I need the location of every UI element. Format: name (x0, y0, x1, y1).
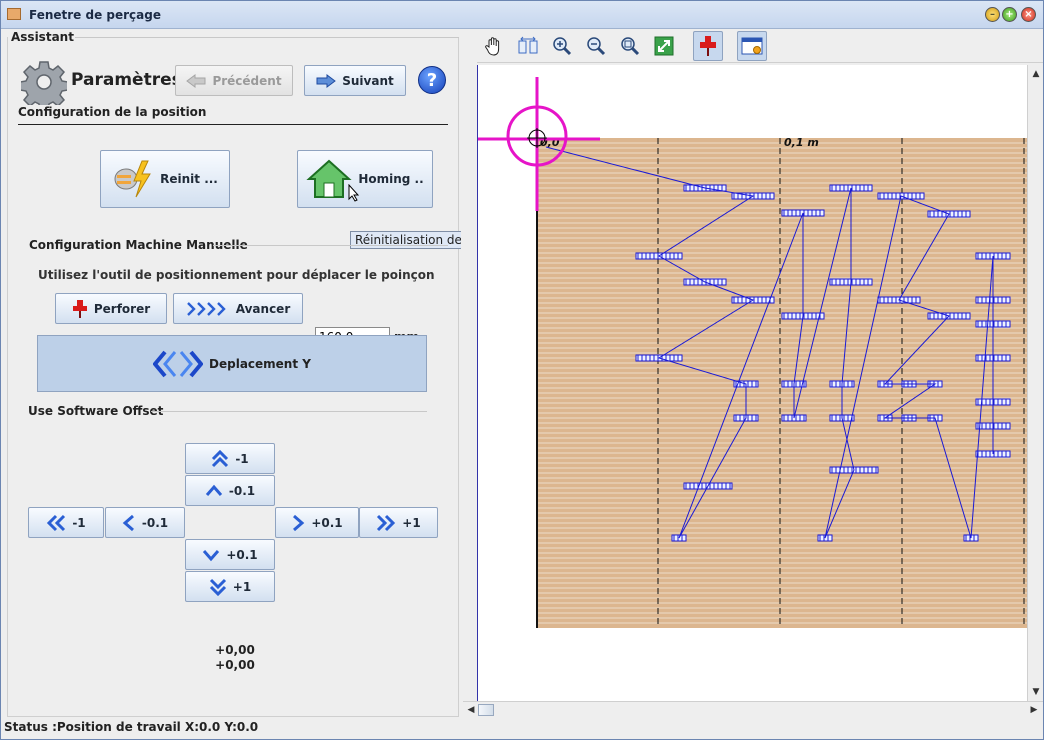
assistant-divider (75, 37, 459, 38)
chevron-down-icon (203, 549, 220, 561)
punch-layout: 0,0 0,1 m (478, 77, 1027, 628)
offset-left-1-label: -1 (72, 515, 86, 530)
offset-right-1-button[interactable]: +1 (359, 507, 438, 538)
scroll-up-icon[interactable]: ▲ (1032, 69, 1040, 79)
offset-right-1-label: +1 (402, 515, 421, 530)
vertical-scrollbar[interactable]: ▲ ▼ (1027, 65, 1043, 701)
previous-label: Précédent (212, 73, 282, 88)
reinit-label: Reinit ... (160, 172, 218, 186)
offset-up-1-label: -1 (235, 451, 249, 466)
double-chevron-right-icon (377, 514, 396, 531)
panel-settings-icon[interactable] (737, 31, 767, 61)
minimize-icon[interactable]: – (985, 7, 1000, 22)
scale-label: 0,1 m (784, 136, 819, 149)
scroll-thumb[interactable] (478, 704, 494, 716)
offset-right-01-button[interactable]: +0.1 (275, 507, 359, 538)
avancer-button[interactable]: Avancer (173, 293, 303, 324)
offset-left-1-button[interactable]: -1 (28, 507, 104, 538)
section-divider (151, 411, 427, 412)
deplacement-y-button[interactable]: Deplacement Y (37, 335, 427, 392)
assistant-panel: Assistant Paramètres Précédent Suivant ?… (5, 29, 587, 717)
title-bar: Fenetre de perçage – + × (1, 1, 1043, 29)
drawing-canvas[interactable]: 0,0 0,1 m (477, 65, 1027, 701)
reinit-button[interactable]: Reinit ... (100, 150, 230, 208)
punch-icon (72, 299, 87, 318)
perforer-label: Perforer (93, 301, 151, 316)
offset-x-value: +0,00 (215, 643, 255, 657)
assistant-frame (7, 37, 459, 717)
next-label: Suivant (342, 73, 394, 88)
previous-button[interactable]: Précédent (175, 65, 293, 96)
drawing-panel: 0,0 0,1 m ▲ ▼ ◀ ▶ (461, 29, 1043, 717)
deplacement-y-label: Deplacement Y (209, 356, 311, 371)
section-offset-title: Use Software Offset (28, 404, 164, 418)
double-chevron-left-icon (47, 514, 66, 531)
avancer-label: Avancer (235, 301, 291, 316)
double-chevron-up-icon (212, 449, 229, 467)
offset-up-1-button[interactable]: -1 (185, 443, 275, 474)
offset-y-value: +0,00 (215, 658, 255, 672)
homing-label: Homing .. (358, 172, 424, 186)
section-position-title: Configuration de la position (18, 105, 207, 119)
offset-up-01-button[interactable]: -0.1 (185, 475, 275, 506)
hint-text: Utilisez l'outil de positionnement pour … (38, 268, 435, 282)
next-button[interactable]: Suivant (304, 65, 406, 96)
offset-down-01-button[interactable]: +0.1 (185, 539, 275, 570)
scroll-left-icon[interactable]: ◀ (467, 705, 475, 715)
zoom-fit-icon[interactable] (615, 31, 645, 61)
double-chevron-down-icon (209, 578, 226, 596)
arrow-left-icon (186, 73, 206, 88)
hand-icon[interactable] (479, 31, 509, 61)
punch-icon[interactable] (693, 31, 723, 61)
app-icon (7, 8, 21, 20)
zoom-in-icon[interactable] (547, 31, 577, 61)
scroll-right-icon[interactable]: ▶ (1030, 705, 1038, 715)
assistant-label: Assistant (11, 30, 74, 44)
offset-right-01-label: +0.1 (311, 515, 343, 530)
chevron-left-icon (122, 514, 134, 531)
home-icon (306, 159, 352, 198)
scroll-down-icon[interactable]: ▼ (1032, 687, 1040, 697)
gear-icon (21, 61, 67, 105)
arrow-right-icon (316, 73, 337, 88)
horizontal-scrollbar[interactable]: ◀ ▶ (463, 701, 1043, 717)
maximize-icon[interactable]: + (1002, 7, 1017, 22)
left-right-arrows-icon (153, 350, 204, 377)
offset-values: +0,00 +0,00 (185, 643, 285, 673)
offset-down-01-label: +0.1 (226, 547, 258, 562)
close-icon[interactable]: × (1021, 7, 1036, 22)
toolbar (477, 29, 1043, 63)
offset-left-01-button[interactable]: -0.1 (105, 507, 185, 538)
zoom-out-icon[interactable] (581, 31, 611, 61)
offset-down-1-button[interactable]: +1 (185, 571, 275, 602)
section-divider (213, 245, 448, 246)
homing-button[interactable]: Homing .. (297, 150, 433, 208)
status-bar: Status :Position de travail X:0.0 Y:0.0 (1, 717, 1043, 739)
offset-down-1-label: +1 (232, 579, 252, 594)
section-divider (18, 124, 448, 125)
fit-width-icon[interactable] (513, 31, 543, 61)
expand-icon[interactable] (649, 31, 679, 61)
offset-up-01-label: -0.1 (228, 483, 256, 498)
perforer-button[interactable]: Perforer (55, 293, 167, 324)
page-title: Paramètres (71, 70, 182, 90)
mouse-cursor-icon (348, 184, 360, 202)
offset-left-01-label: -0.1 (141, 515, 169, 530)
fast-forward-icon (186, 301, 226, 316)
section-manual-title: Configuration Machine Manuelle (29, 238, 248, 252)
help-icon[interactable]: ? (418, 66, 446, 94)
window-title: Fenetre de perçage (29, 8, 161, 22)
chevron-right-icon (293, 514, 305, 531)
chevron-up-icon (205, 484, 223, 496)
reinit-icon (114, 160, 152, 198)
status-text: Status :Position de travail X:0.0 Y:0.0 (4, 720, 259, 734)
